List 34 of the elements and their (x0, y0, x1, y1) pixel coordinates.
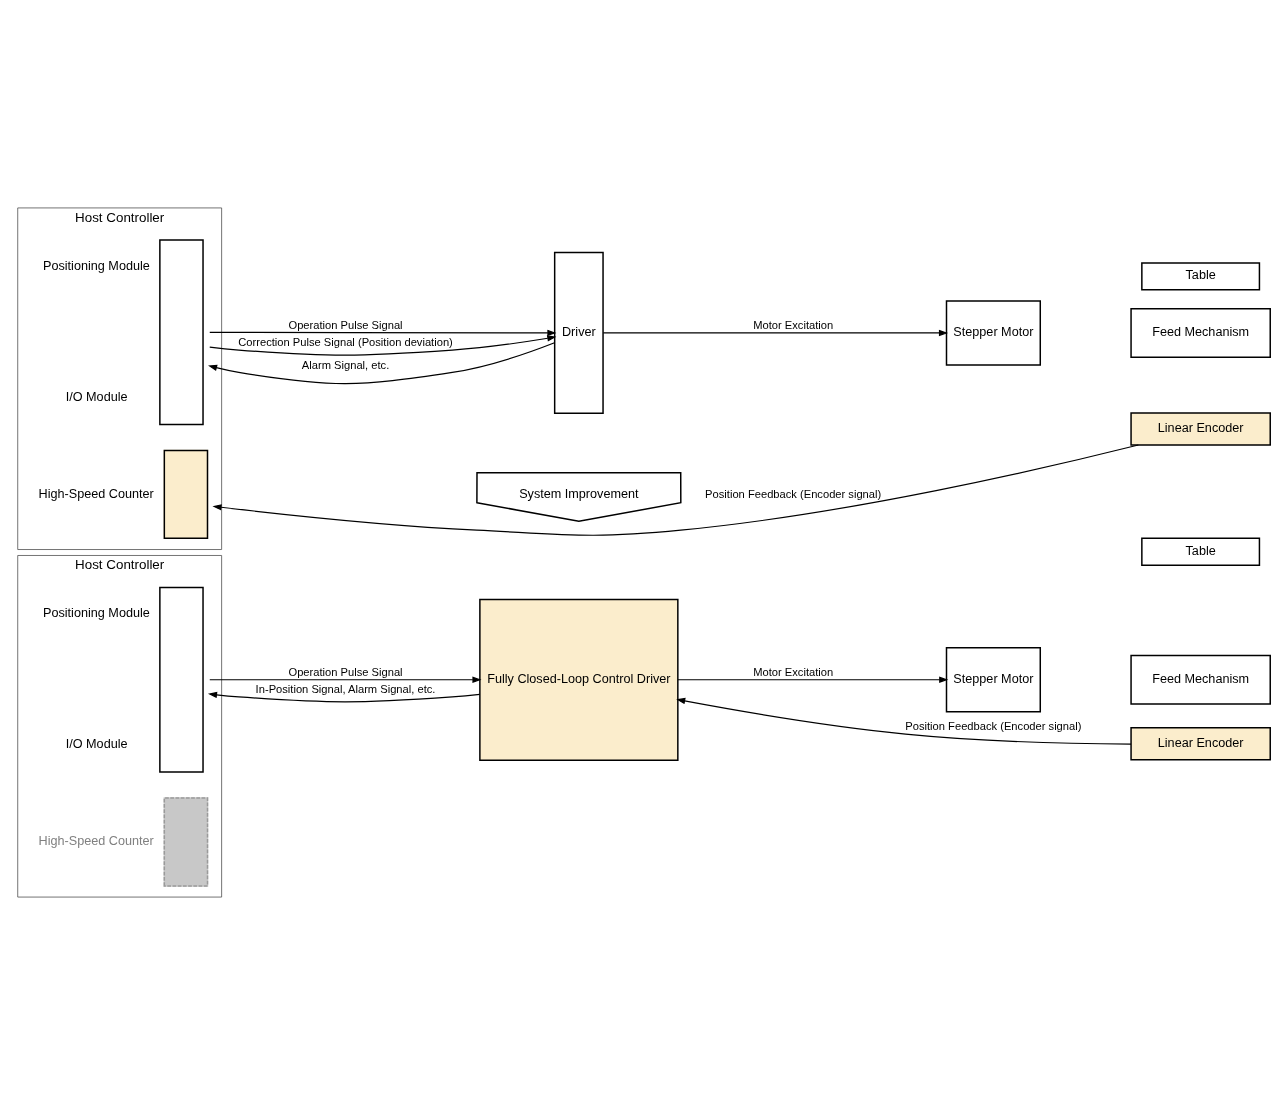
node-box: Feed Mechanism (1130, 307, 1271, 358)
node-box: Table (1141, 261, 1261, 291)
node-box: Stepper Motor (945, 299, 1041, 366)
arrow (207, 691, 481, 702)
node-label: Positioning Module (43, 605, 150, 620)
node-box: Driver (553, 251, 604, 414)
edge-label: Correction Pulse Signal (Position deviation) (238, 335, 453, 348)
arrow (209, 334, 557, 356)
edge-label: In-Position Signal, Alarm Signal, etc. (255, 682, 436, 695)
node-label: High-Speed Counter (38, 486, 154, 500)
edge-label: Motor Excitation (753, 318, 834, 331)
node-label: Positioning Module (43, 258, 150, 273)
edge-label: Position Feedback (Encoder signal) (905, 719, 1082, 732)
edge-label: Operation Pulse Signal (288, 665, 403, 678)
node-box: Stepper Motor (945, 646, 1041, 712)
arrow (602, 329, 949, 336)
node-box: Table (1141, 537, 1261, 566)
node-box: Linear Encoder (1130, 726, 1271, 760)
arrow (208, 341, 556, 384)
node-label: I/O Module (65, 736, 128, 751)
arrow (677, 676, 949, 683)
node-label: High-Speed Counter (38, 833, 154, 848)
arrow (209, 676, 482, 683)
arrow (212, 443, 1139, 536)
arrow (209, 329, 557, 336)
edge-label: Position Feedback (Encoder signal) (705, 487, 882, 500)
node-box: Linear Encoder (1130, 411, 1271, 446)
edge-label: Alarm Signal, etc. (301, 358, 390, 371)
node-box: Feed Mechanism (1130, 654, 1271, 705)
node-box: Fully Closed-Loop Control Driver (479, 598, 679, 761)
edge-label: Operation Pulse Signal (288, 318, 403, 331)
arrow (676, 697, 1132, 745)
node-label: I/O Module (65, 389, 128, 404)
edge-label: Motor Excitation (753, 665, 834, 678)
